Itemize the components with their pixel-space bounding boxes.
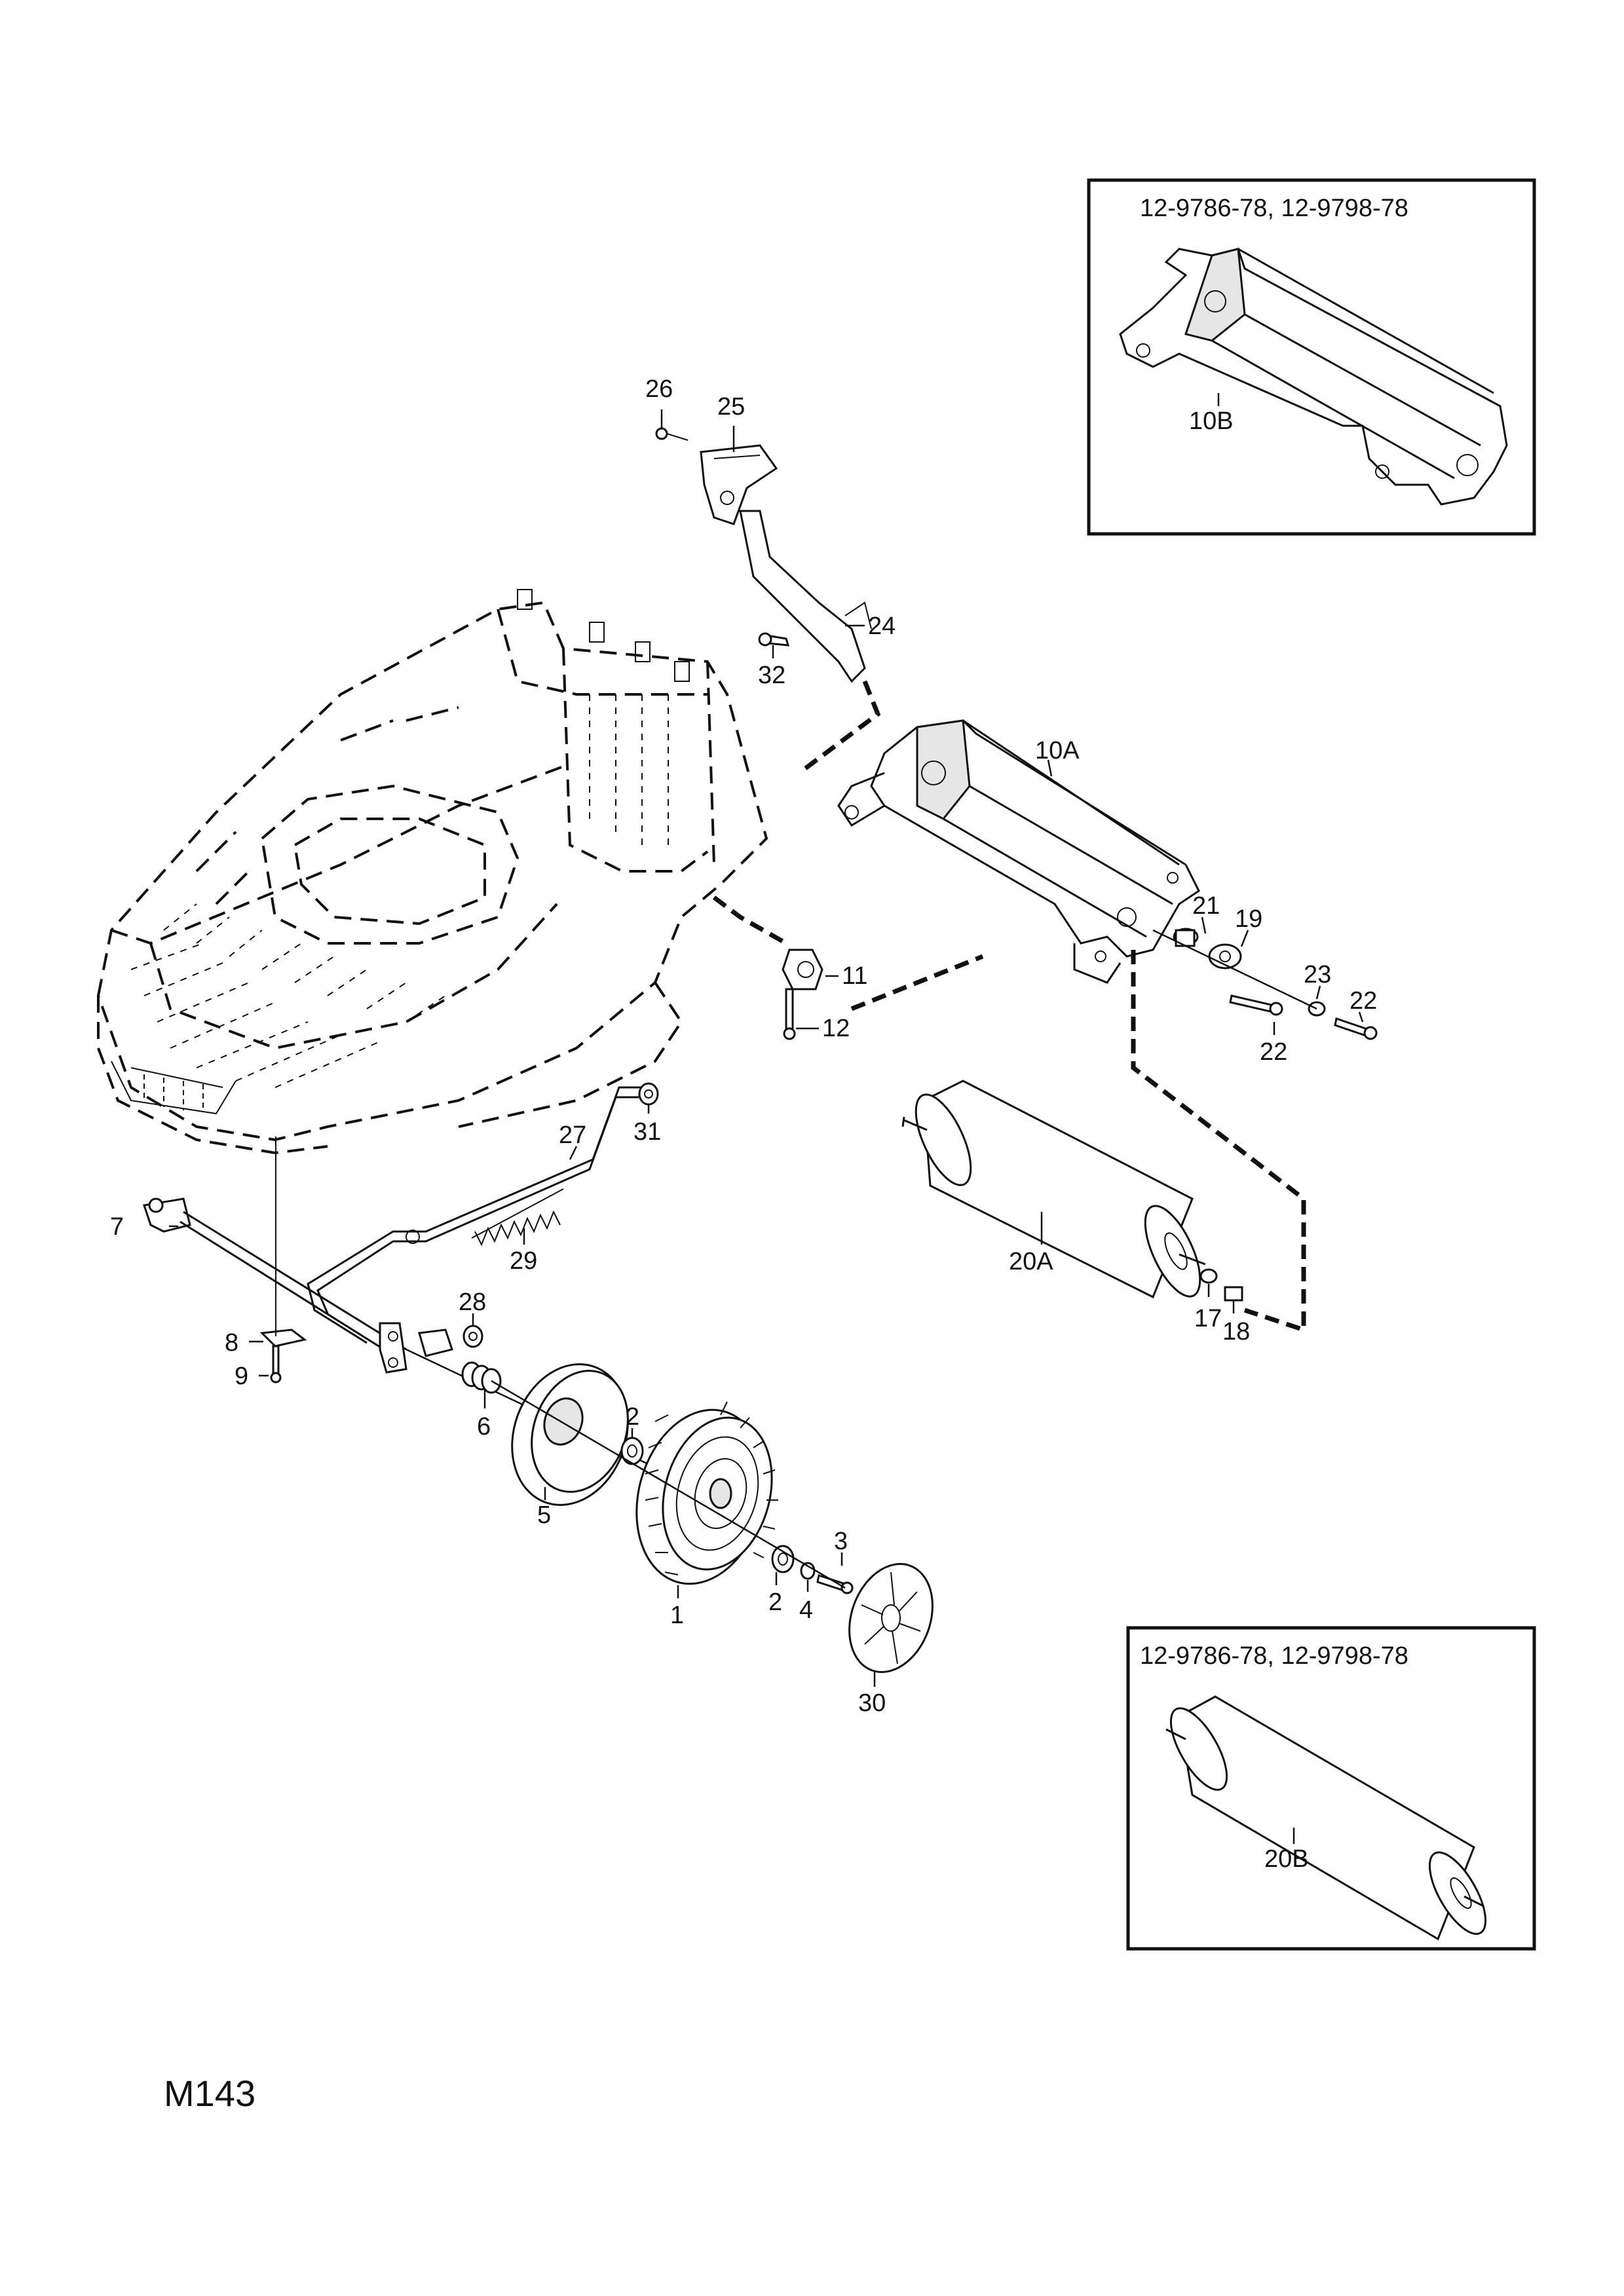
inset-bottom: 12-9786-78, 12-9798-78 20B bbox=[1126, 1626, 1536, 1951]
callout-5: 5 bbox=[537, 1501, 551, 1529]
height-adjust-bracket bbox=[655, 427, 778, 525]
roller-20a bbox=[901, 1080, 1206, 1299]
inset-top-part-label: 10B bbox=[1189, 407, 1234, 435]
callout-32: 32 bbox=[758, 662, 785, 689]
callout-26: 26 bbox=[645, 375, 673, 403]
washer-17 bbox=[1199, 1268, 1218, 1284]
callout-20a: 20A bbox=[1009, 1248, 1053, 1275]
roller-bracket-10a bbox=[837, 719, 1200, 984]
height-lever-27 bbox=[307, 1086, 642, 1344]
inset-bottom-part-label: 20B bbox=[1264, 1845, 1309, 1873]
spring-6 bbox=[461, 1361, 502, 1394]
callout-31: 31 bbox=[633, 1118, 661, 1146]
callout-leaders bbox=[169, 409, 1364, 1687]
pivot-bracket bbox=[379, 1322, 453, 1374]
spacer-21 bbox=[1173, 928, 1199, 947]
hubcap-30 bbox=[848, 1563, 934, 1673]
bushing-11 bbox=[782, 949, 823, 990]
nut-31 bbox=[638, 1082, 659, 1106]
document-code: M143 bbox=[164, 2073, 255, 2114]
callout-12: 12 bbox=[822, 1015, 850, 1042]
callout-11: 11 bbox=[842, 962, 867, 990]
washer-4 bbox=[800, 1562, 816, 1580]
callout-17: 17 bbox=[1194, 1305, 1222, 1332]
callout-18: 18 bbox=[1222, 1318, 1250, 1346]
roller-bracket-10b bbox=[1119, 248, 1508, 506]
callout-27: 27 bbox=[559, 1121, 586, 1149]
plate-8 bbox=[259, 1328, 307, 1347]
inset-bottom-models: 12-9786-78, 12-9798-78 bbox=[1140, 1642, 1408, 1670]
callout-29: 29 bbox=[510, 1247, 537, 1275]
callout-22a: 22 bbox=[1260, 1038, 1287, 1066]
mower-deck-phantom bbox=[96, 589, 768, 1155]
screw-9 bbox=[270, 1345, 282, 1383]
spring-29 bbox=[471, 1188, 564, 1247]
callout-1: 1 bbox=[670, 1602, 684, 1629]
screw-22a bbox=[1229, 994, 1283, 1016]
callout-3: 3 bbox=[834, 1528, 848, 1555]
callout-4: 4 bbox=[799, 1596, 813, 1624]
callout-25: 25 bbox=[717, 393, 745, 421]
bearing-2b bbox=[771, 1545, 795, 1573]
callout-6: 6 bbox=[477, 1413, 491, 1440]
callout-28: 28 bbox=[459, 1289, 486, 1316]
callout-7: 7 bbox=[110, 1213, 124, 1241]
callout-8: 8 bbox=[225, 1329, 238, 1357]
screw-12 bbox=[783, 988, 796, 1040]
callout-21: 21 bbox=[1192, 892, 1220, 920]
callout-2b: 2 bbox=[768, 1589, 782, 1616]
callout-10a: 10A bbox=[1035, 737, 1080, 764]
gear-cover-5 bbox=[511, 1363, 629, 1506]
wheel-1 bbox=[635, 1401, 778, 1585]
callout-22b: 22 bbox=[1350, 987, 1377, 1015]
nut-28 bbox=[463, 1325, 483, 1348]
roller-20b bbox=[1165, 1695, 1487, 1941]
callout-19: 19 bbox=[1235, 905, 1262, 933]
axle-7 bbox=[143, 1197, 407, 1361]
callout-30: 30 bbox=[858, 1689, 886, 1717]
inset-top-models: 12-9786-78, 12-9798-78 bbox=[1140, 195, 1408, 222]
callout-labels: 26 25 24 32 10A 11 12 21 19 23 22 22 20A… bbox=[110, 375, 1377, 1717]
callout-2a: 2 bbox=[626, 1403, 639, 1431]
screw-22b bbox=[1334, 1017, 1378, 1040]
callout-24: 24 bbox=[868, 612, 896, 640]
bearing-19 bbox=[1208, 943, 1242, 969]
inset-top: 12-9786-78, 12-9798-78 10B bbox=[1087, 178, 1536, 536]
height-adjust-lever bbox=[739, 510, 872, 683]
bearing-2a bbox=[620, 1437, 644, 1465]
callout-9: 9 bbox=[235, 1363, 248, 1390]
cap-18 bbox=[1224, 1286, 1243, 1302]
screw-3 bbox=[816, 1574, 854, 1594]
callout-23: 23 bbox=[1304, 961, 1331, 988]
